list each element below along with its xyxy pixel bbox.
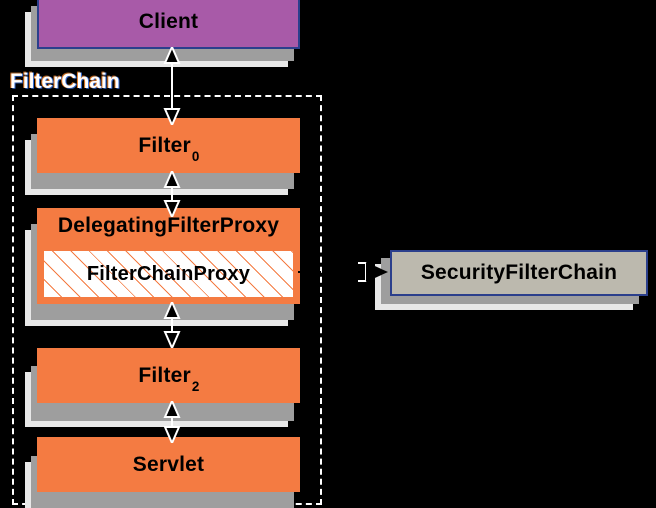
node-client-label: Client [138,9,199,33]
connector-filter2-servlet [163,401,181,443]
node-filter2[interactable]: Filter2 [37,348,300,403]
connector-dfp-filter2 [163,302,181,348]
node-security-filter-chain[interactable]: SecurityFilterChain [390,250,648,296]
connector-fcp-securityfilterchain [298,262,388,282]
filter-chain-region-label: FilterChain [10,70,120,93]
node-filter2-subscript: 2 [191,378,200,394]
node-delegating-filter-proxy-label: DelegatingFilterProxy [57,214,280,237]
node-filter-chain-proxy-label: FilterChainProxy [86,262,251,285]
connector-client-filter0 [163,47,181,125]
node-servlet[interactable]: Servlet [37,437,300,492]
node-filter0[interactable]: Filter0 [37,118,300,173]
node-filter2-label: Filter2 [138,363,200,394]
node-client[interactable]: Client [37,0,300,49]
node-delegating-filter-proxy[interactable]: DelegatingFilterProxy FilterChainProxy [37,208,300,304]
node-filter0-subscript: 0 [191,148,200,164]
node-filter0-label: Filter0 [138,133,200,164]
node-security-filter-chain-label: SecurityFilterChain [420,261,618,284]
node-filter-chain-proxy[interactable]: FilterChainProxy [43,250,294,298]
connector-filter0-dfp [163,171,181,217]
node-servlet-label: Servlet [132,452,205,476]
